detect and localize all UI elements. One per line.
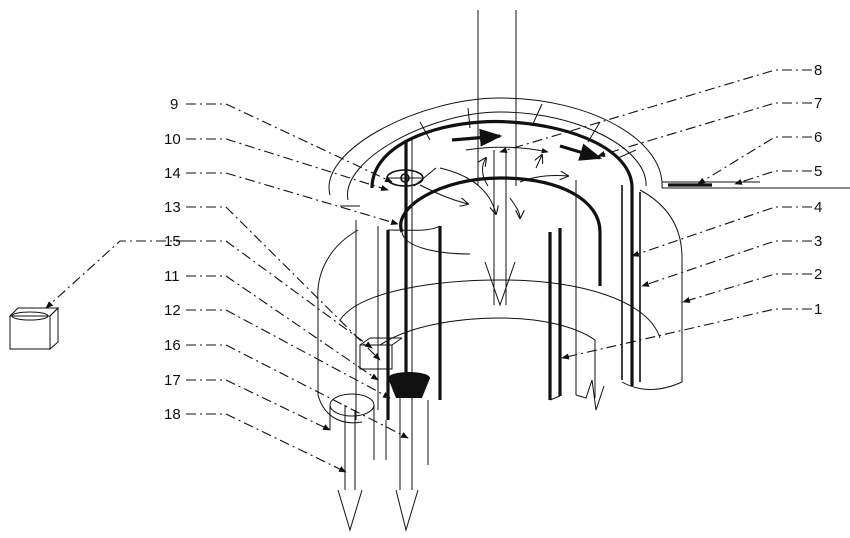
external-container xyxy=(8,306,60,351)
label-8: 8 xyxy=(814,62,822,79)
label-10: 10 xyxy=(164,131,181,148)
outer-cylinder-shell xyxy=(317,185,683,424)
inner-cylinder xyxy=(339,176,661,411)
swirl-chamber-walls xyxy=(355,119,634,420)
label-13: 13 xyxy=(164,199,181,216)
tangential-outlet-pipe xyxy=(662,181,850,189)
label-11: 11 xyxy=(164,268,180,285)
collection-cup xyxy=(359,337,430,398)
label-6: 6 xyxy=(814,129,822,146)
label-4: 4 xyxy=(814,199,822,216)
leader-lines xyxy=(45,69,812,473)
flow-arrows xyxy=(413,128,603,218)
label-7: 7 xyxy=(814,95,822,112)
label-1: 1 xyxy=(814,301,822,318)
label-9: 9 xyxy=(170,96,178,113)
label-15: 15 xyxy=(164,233,181,250)
label-12: 12 xyxy=(164,302,181,319)
label-2: 2 xyxy=(814,266,822,283)
part-labels: 9 10 14 13 15 11 12 16 17 18 8 7 6 5 4 3… xyxy=(164,62,822,423)
bottom-outlets xyxy=(329,393,429,532)
label-3: 3 xyxy=(814,233,822,250)
label-5: 5 xyxy=(814,163,822,180)
central-inlet-pipe xyxy=(477,10,517,307)
label-16: 16 xyxy=(164,337,181,354)
impeller-motor xyxy=(386,140,424,380)
label-17: 17 xyxy=(164,372,181,389)
label-18: 18 xyxy=(164,406,181,423)
label-14: 14 xyxy=(164,165,181,182)
